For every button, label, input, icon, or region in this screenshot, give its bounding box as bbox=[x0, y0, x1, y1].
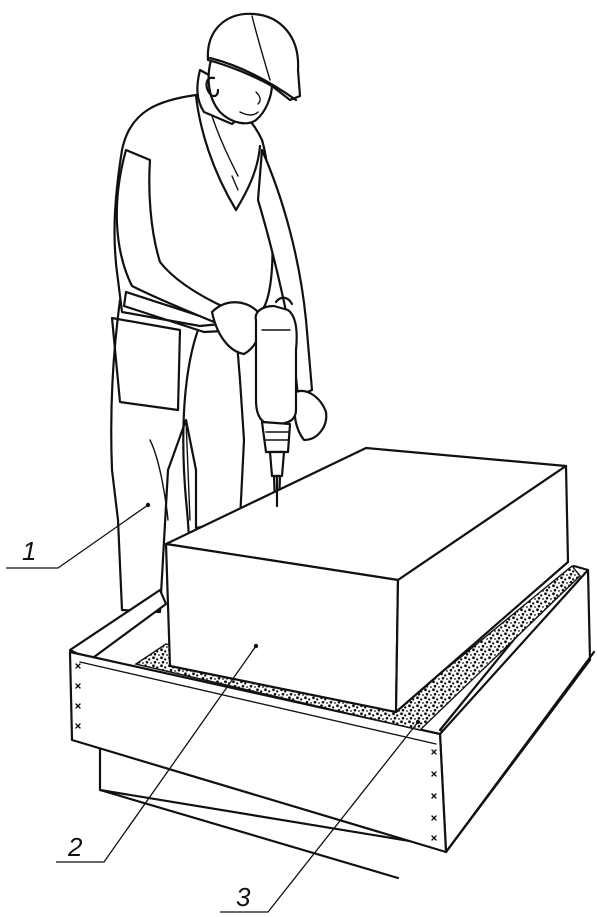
worker-right-hand bbox=[294, 391, 326, 440]
callout-label-3: 3 bbox=[236, 882, 251, 912]
electric-drill-icon bbox=[256, 298, 297, 506]
callout-label-1: 1 bbox=[22, 536, 36, 566]
callout-label-2: 2 bbox=[67, 832, 83, 862]
